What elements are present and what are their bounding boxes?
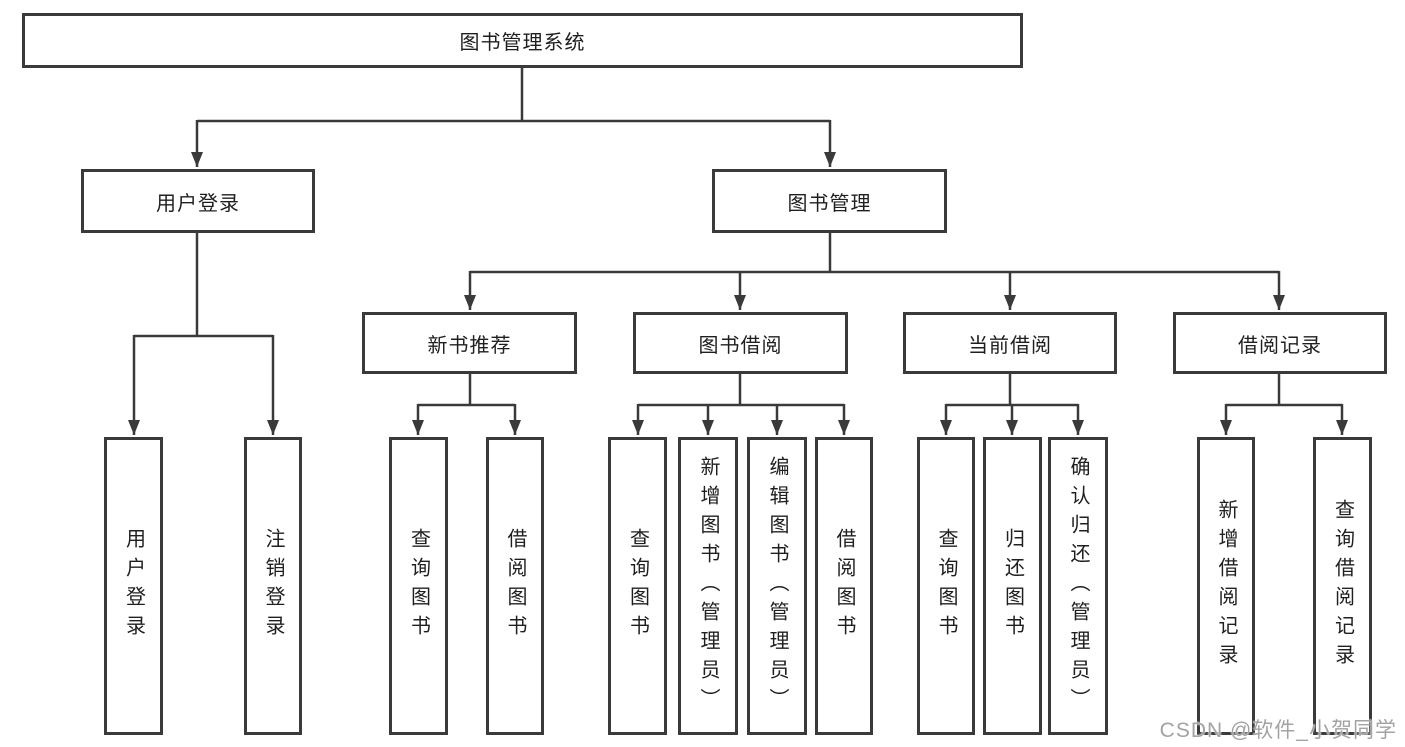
node-label: 借阅图书 [504,528,526,644]
node-label: 图书管理系统 [459,32,586,54]
node-label: 借阅图书 [833,528,855,644]
node-label: 用户登录 [156,192,240,215]
node-label: 归还图书 [1001,528,1024,644]
leaf-query-books-current: 查询图书 [917,437,975,735]
node-label: 查询借阅记录 [1331,499,1354,673]
node-label: 新增借阅记录 [1215,499,1237,673]
node-label: 图书管理 [787,192,872,215]
leaf-add-book-admin: 新增图书（管理员） [678,437,738,735]
node-current-borrowing: 当前借阅 [903,312,1117,374]
node-label: 新书推荐 [427,334,512,357]
node-book-borrowing: 图书借阅 [633,312,848,374]
leaf-return-book: 归还图书 [983,437,1042,735]
node-label: 当前借阅 [968,334,1052,357]
node-root-system: 图书管理系统 [22,13,1023,68]
leaf-query-books-recommend: 查询图书 [389,437,448,735]
leaf-borrow-books-borrowing: 借阅图书 [815,437,873,735]
node-label: 用户登录 [122,528,145,644]
leaf-user-login: 用户登录 [104,437,163,735]
node-label: 查询图书 [407,528,430,644]
node-new-book-recommend: 新书推荐 [362,312,577,374]
leaf-query-borrow-record: 查询借阅记录 [1313,437,1372,735]
node-label: 新增图书（管理员） [697,455,719,717]
node-label: 查询图书 [626,528,649,644]
leaf-query-books-borrowing: 查询图书 [608,437,667,735]
node-user-login-branch: 用户登录 [81,169,315,233]
node-label: 查询图书 [935,528,957,644]
leaf-edit-book-admin: 编辑图书（管理员） [747,437,807,735]
leaf-add-borrow-record: 新增借阅记录 [1197,437,1255,735]
leaf-logout: 注销登录 [244,437,302,735]
node-label: 借阅记录 [1238,334,1322,357]
node-label: 确认归还（管理员） [1067,455,1089,717]
node-book-management-branch: 图书管理 [712,169,947,233]
leaf-confirm-return-admin: 确认归还（管理员） [1048,437,1108,735]
node-label: 编辑图书（管理员） [766,455,788,717]
csdn-watermark: CSDN @软件_小贺同学 [1159,719,1397,742]
node-label: 图书借阅 [698,334,783,357]
node-borrowing-records: 借阅记录 [1173,312,1387,374]
node-label: 注销登录 [262,528,284,644]
leaf-borrow-books-recommend: 借阅图书 [486,437,544,735]
